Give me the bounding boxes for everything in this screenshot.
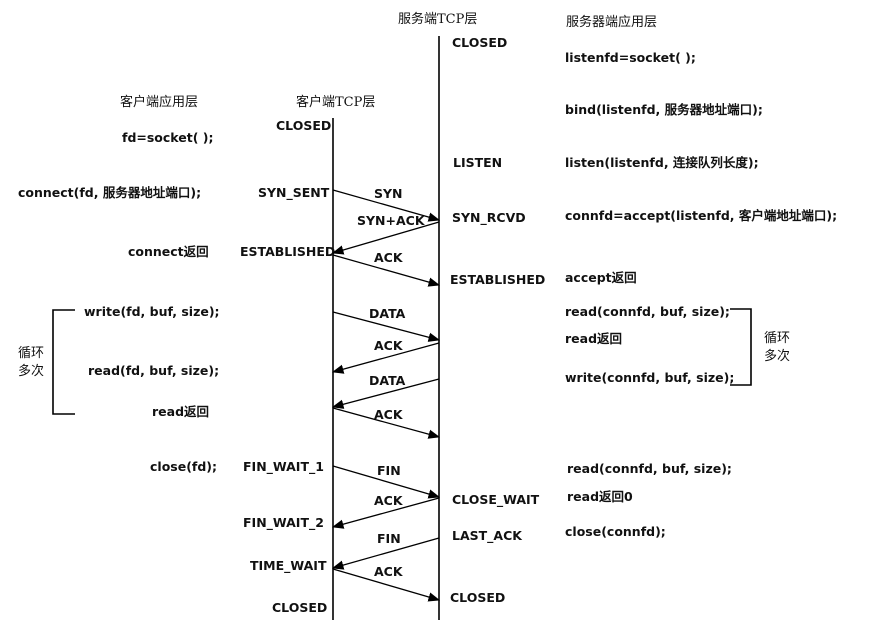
client-connect-return: connect返回 xyxy=(128,244,209,259)
server-bind-call: bind(listenfd, 服务器地址端口); xyxy=(565,102,763,117)
client-state-fin-wait-2: FIN_WAIT_2 xyxy=(243,515,324,531)
server-state-listen: LISTEN xyxy=(453,155,502,170)
server-read-return-zero: read返回0 xyxy=(567,489,633,504)
server-accept-return: accept返回 xyxy=(565,270,637,285)
arrow-data-c2s xyxy=(332,311,441,342)
header-server-tcp: 服务端TCP层 xyxy=(398,11,477,27)
server-state-established: ESTABLISHED xyxy=(450,272,545,287)
msg-label-ack-5: ACK xyxy=(374,564,404,579)
arrow-ack-s2c xyxy=(331,342,440,374)
client-state-established: ESTABLISHED xyxy=(240,244,335,259)
client-state-time-wait: TIME_WAIT xyxy=(250,558,327,574)
client-write-call: write(fd, buf, size); xyxy=(84,304,220,319)
client-read-return: read返回 xyxy=(152,404,209,419)
server-state-closed-end: CLOSED xyxy=(450,590,505,605)
server-loop-label-2: 多次 xyxy=(764,348,790,364)
header-client-app: 客户端应用层 xyxy=(120,94,198,110)
msg-label-ack-2: ACK xyxy=(374,338,404,353)
client-state-fin-wait-1: FIN_WAIT_1 xyxy=(243,459,324,475)
msg-label-data-2: DATA xyxy=(369,373,406,388)
msg-label-ack-4: ACK xyxy=(374,493,404,508)
server-close-call: close(connfd); xyxy=(565,524,666,539)
arrow-syn-ack xyxy=(331,221,440,255)
arrow-data-s2c xyxy=(331,378,440,409)
arrow-ack-close xyxy=(331,497,440,529)
header-server-app: 服务器端应用层 xyxy=(566,14,657,30)
server-state-close-wait: CLOSE_WAIT xyxy=(452,492,540,508)
message-arrows xyxy=(331,189,441,602)
server-listen-call: listen(listenfd, 连接队列长度); xyxy=(565,155,759,170)
server-state-syn-rcvd: SYN_RCVD xyxy=(452,210,526,226)
server-loop-label-1: 循环 xyxy=(764,331,790,346)
msg-label-syn: SYN xyxy=(374,186,403,201)
client-state-closed-start: CLOSED xyxy=(276,118,331,133)
msg-label-ack-3: ACK xyxy=(374,407,404,422)
server-read-call: read(connfd, buf, size); xyxy=(565,304,730,319)
arrow-ack-c2s xyxy=(332,407,441,439)
server-state-last-ack: LAST_ACK xyxy=(452,528,523,544)
msg-label-fin-2: FIN xyxy=(377,531,401,546)
server-accept-call: connfd=accept(listenfd, 客户端地址端口); xyxy=(565,208,837,223)
msg-label-ack-1: ACK xyxy=(374,250,404,265)
client-loop-bracket xyxy=(52,309,75,415)
client-loop-label-1: 循环 xyxy=(18,346,44,361)
msg-label-syn-ack: SYN+ACK xyxy=(357,213,426,228)
arrow-fin-c2s xyxy=(332,465,441,499)
arrow-ack-handshake xyxy=(332,254,441,287)
client-socket-call: fd=socket( ); xyxy=(122,130,214,145)
server-read-return: read返回 xyxy=(565,331,622,346)
header-client-tcp: 客户端TCP层 xyxy=(296,94,375,110)
arrow-fin-s2c xyxy=(331,537,440,570)
server-write-call: write(connfd, buf, size); xyxy=(565,370,734,385)
msg-label-data-1: DATA xyxy=(369,306,406,321)
msg-label-fin-1: FIN xyxy=(377,463,401,478)
client-close-call: close(fd); xyxy=(150,459,217,474)
client-read-call: read(fd, buf, size); xyxy=(88,363,219,378)
arrow-ack-final xyxy=(332,568,441,602)
client-loop-label-2: 多次 xyxy=(18,363,44,379)
client-connect-call: connect(fd, 服务器地址端口); xyxy=(18,185,201,200)
client-state-closed-end: CLOSED xyxy=(272,600,327,615)
server-loop-bracket xyxy=(730,308,752,386)
server-socket-call: listenfd=socket( ); xyxy=(565,50,696,65)
server-state-closed-start: CLOSED xyxy=(452,35,507,50)
arrow-syn xyxy=(332,189,441,222)
server-read-fin-call: read(connfd, buf, size); xyxy=(567,461,732,476)
client-state-syn-sent: SYN_SENT xyxy=(258,185,330,201)
